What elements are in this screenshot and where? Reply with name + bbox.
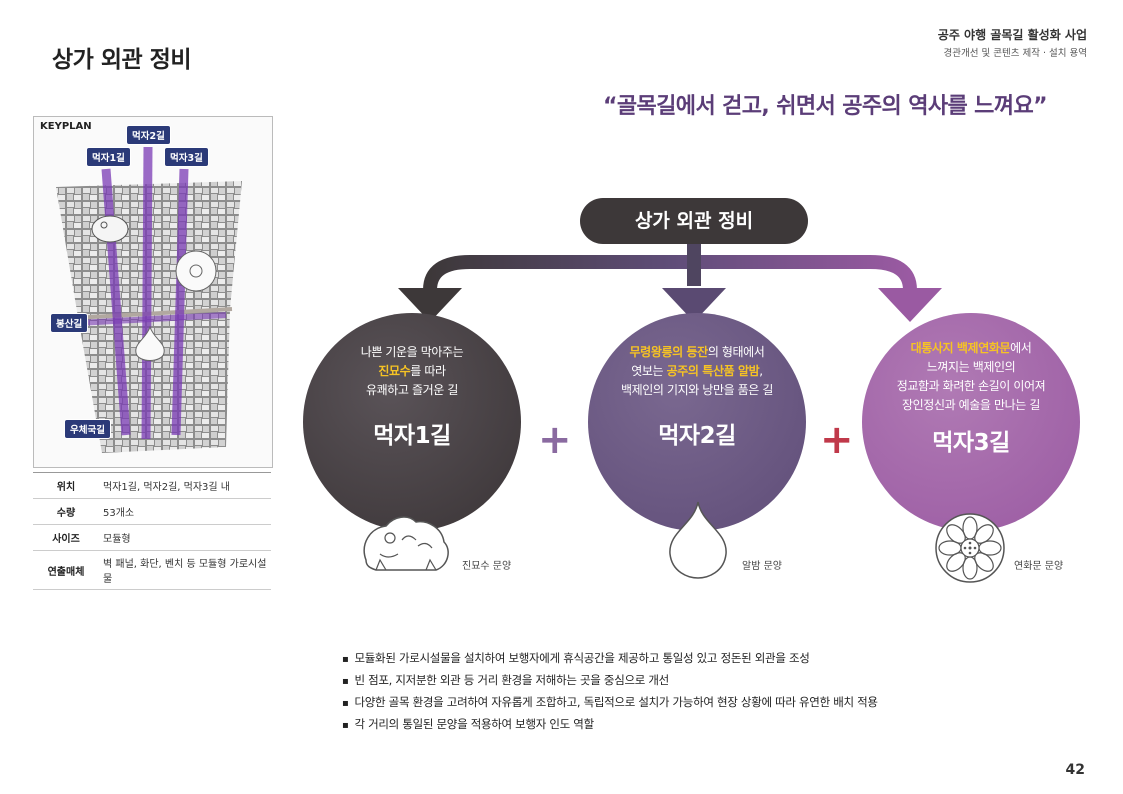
circle-street1: 나쁜 기운을 막아주는 진묘수를 따라 유쾌하고 즐거운 길 먹자1길 <box>303 313 521 531</box>
circle-street2: 무령왕릉의 등잔의 형태에서 엿보는 공주의 특산품 알밤, 백제인의 기지와 … <box>588 313 806 531</box>
bullet-item: 다양한 골목 환경을 고려하여 자유롭게 조합하고, 독립적으로 설치가 가능하… <box>342 692 878 714</box>
arrow-right-icon <box>878 288 942 322</box>
page-title: 상가 외관 정비 <box>52 47 191 73</box>
keyplan-map <box>56 146 242 453</box>
route-street3 <box>171 168 189 436</box>
circle-description: 나쁜 기운을 막아주는 진묘수를 따라 유쾌하고 즐거운 길 <box>360 345 464 397</box>
map-lotus-icon <box>175 250 217 292</box>
info-key: 수량 <box>33 498 99 525</box>
pin-street3: 먹자3길 <box>164 147 209 167</box>
info-key: 위치 <box>33 472 99 499</box>
route-bongsan <box>77 312 227 326</box>
info-value: 53개소 <box>99 498 271 525</box>
pin-post: 우체국길 <box>64 419 111 439</box>
plus-sign: + <box>820 417 854 463</box>
info-value: 벽 패널, 화단, 벤치 등 모듈형 가로시설물 <box>99 550 271 590</box>
bullet-item: 모듈화된 가로시설물을 설치하여 보행자에게 휴식공간을 제공하고 통일성 있고… <box>342 648 878 670</box>
bullet-item: 각 거리의 통일된 문양을 적용하여 보행자 인도 역할 <box>342 714 878 736</box>
circle-title: 먹자2길 <box>658 423 736 449</box>
plus-sign: + <box>538 417 572 463</box>
circle-title: 먹자3길 <box>932 430 1010 456</box>
info-row-size: 사이즈 모듈형 <box>33 524 271 551</box>
project-header: 공주 야행 골목길 활성화 사업 경관개선 및 콘텐츠 제작 · 설치 용역 <box>938 26 1087 59</box>
info-row-location: 위치 먹자1길, 먹자2길, 먹자3길 내 <box>33 472 271 499</box>
pattern-label-street2: 알밤 문양 <box>742 561 782 572</box>
info-table: 위치 먹자1길, 먹자2길, 먹자3길 내 수량 53개소 사이즈 모듈형 연출… <box>33 472 271 590</box>
arrow-left-icon <box>398 288 462 322</box>
route-street2 <box>141 146 153 440</box>
map-jinmyosu-icon <box>91 215 129 243</box>
pattern-label-street3: 연화문 문양 <box>1014 561 1064 572</box>
root-node: 상가 외관 정비 <box>580 198 808 244</box>
project-name: 공주 야행 골목길 활성화 사업 <box>937 28 1087 42</box>
map-chestnut-icon <box>135 325 165 361</box>
info-value: 모듈형 <box>99 524 271 551</box>
info-key: 연출매체 <box>33 550 99 590</box>
arrow-center-icon <box>662 288 726 322</box>
lotus-pattern-icon <box>935 513 1005 583</box>
info-row-media: 연출매체 벽 패널, 화단, 벤치 등 모듈형 가로시설물 <box>33 550 271 590</box>
diagram-connectors <box>398 244 942 322</box>
pin-street1: 먹자1길 <box>86 147 131 167</box>
slogan: “골목길에서 걷고, 쉬면서 공주의 역사를 느껴요” <box>603 94 1048 119</box>
route-street1 <box>101 168 131 436</box>
circle-title: 먹자1길 <box>373 423 451 449</box>
bullet-item: 빈 점포, 지저분한 외관 등 거리 환경을 저해하는 곳을 중심으로 개선 <box>342 670 878 692</box>
project-subtitle: 경관개선 및 콘텐츠 제작 · 설치 용역 <box>943 48 1088 59</box>
info-row-quantity: 수량 53개소 <box>33 498 271 525</box>
pattern-label-street1: 진묘수 문양 <box>462 561 512 572</box>
chestnut-pattern-icon <box>669 501 727 579</box>
info-value: 먹자1길, 먹자2길, 먹자3길 내 <box>99 472 271 499</box>
circle-street3: 대통사지 백제연화문에서 느껴지는 백제인의 정교함과 화려한 손길이 이어져 … <box>862 313 1080 531</box>
circle-description: 대통사지 백제연화문에서 느껴지는 백제인의 정교함과 화려한 손길이 이어져 … <box>896 341 1046 412</box>
connector-arc <box>423 255 917 291</box>
bullet-list: 모듈화된 가로시설물을 설치하여 보행자에게 휴식공간을 제공하고 통일성 있고… <box>342 648 878 736</box>
road-bongsan <box>73 307 233 320</box>
circle-description: 무령왕릉의 등잔의 형태에서 엿보는 공주의 특산품 알밤, 백제인의 기지와 … <box>621 345 773 397</box>
keyplan-panel: KEYPLAN 먹자2길 먹자1길 먹자3길 봉산길 <box>33 116 273 468</box>
pin-street2: 먹자2길 <box>126 125 171 145</box>
keyplan-label: KEYPLAN <box>40 121 92 132</box>
jinmyosu-pattern-icon <box>363 516 449 571</box>
pin-bongsan: 봉산길 <box>50 313 89 333</box>
info-key: 사이즈 <box>33 524 99 551</box>
page-number: 42 <box>1065 762 1085 778</box>
